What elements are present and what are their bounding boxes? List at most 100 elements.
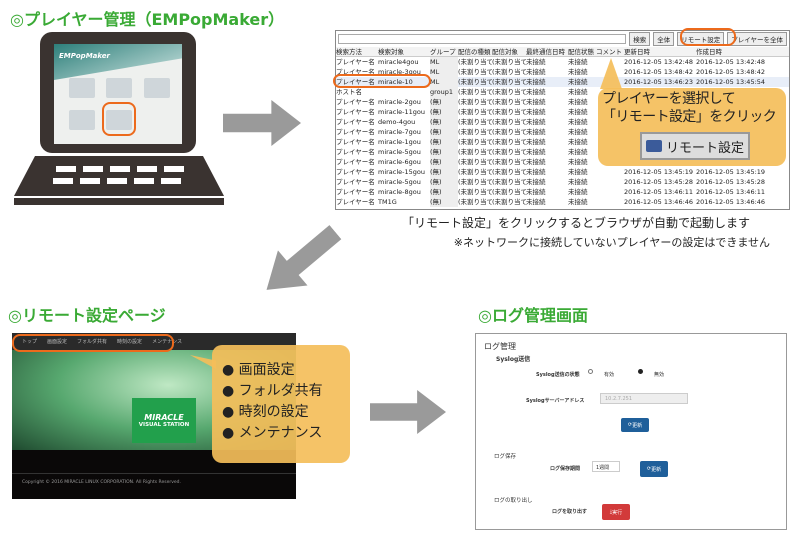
table-cell: (無) [430, 197, 458, 207]
table-cell: 未接続 [526, 178, 546, 186]
save-update-button[interactable]: ⟳ 更新 [640, 461, 668, 477]
table-cell: (無) [430, 147, 458, 157]
table-cell: 未接続 [526, 168, 546, 176]
table-cell: 2016-12-05 13:45:28 [624, 178, 694, 186]
table-cell: (未割り当て) [492, 88, 526, 96]
player-all-button[interactable]: プレイヤーを全体 [727, 32, 787, 46]
disabled-label: 無効 [654, 372, 665, 378]
table-cell: miracle-3gou [378, 68, 421, 76]
radio-enabled[interactable] [588, 369, 593, 374]
table-cell [378, 87, 430, 97]
nav-display[interactable]: 画面設定 [47, 339, 68, 345]
laptop-base [14, 198, 224, 205]
nav-maintenance[interactable]: メンテナンス [152, 339, 182, 345]
export-run-button[interactable]: ⤓ 実行 [602, 504, 630, 520]
syslog-update-button[interactable]: ⟳ 更新 [621, 418, 649, 432]
save-period-select[interactable]: 1週間 [592, 461, 620, 472]
caption-note: ※ネットワークに接続していないプレイヤーの設定はできません [453, 236, 770, 249]
server-address-input[interactable]: 10.2.7.251 [600, 393, 688, 404]
feature-display: ● 画面設定 [222, 362, 295, 378]
column-header[interactable]: 検索対象 [378, 48, 404, 56]
all-button[interactable]: 全体 [653, 32, 675, 46]
table-cell: 未接続 [568, 168, 588, 176]
player-icon [69, 78, 95, 98]
table-cell: (無) [430, 187, 458, 197]
arrow-down-left-icon [252, 214, 351, 307]
remote-settings-icon[interactable] [106, 110, 132, 130]
nav-top[interactable]: トップ [22, 339, 38, 345]
column-header[interactable]: 作成日時 [696, 48, 722, 56]
table-cell: 未接続 [526, 108, 546, 116]
column-header[interactable]: 配信状態 [568, 48, 594, 56]
syslog-heading: Syslog送信 [496, 356, 531, 363]
table-cell: (未割り当て) [458, 98, 492, 106]
search-button[interactable]: 検索 [629, 32, 651, 46]
table-cell: ML [430, 77, 458, 87]
table-cell: プレイヤー名 [336, 128, 375, 136]
table-cell: 未接続 [526, 138, 546, 146]
table-cell: (未割り当て) [458, 58, 492, 66]
column-header[interactable]: グループ [430, 48, 456, 56]
table-cell: (無) [430, 127, 458, 137]
app-name: EMPopMaker [59, 52, 110, 60]
table-cell: プレイヤー名 [336, 58, 375, 66]
column-header[interactable]: 更新日時 [624, 48, 650, 56]
nav-time[interactable]: 時刻の設定 [117, 339, 143, 345]
nav-folder[interactable]: フォルダ共有 [77, 339, 108, 345]
table-cell: miracle-10 [378, 78, 413, 86]
table-cell: 未接続 [568, 188, 588, 196]
enabled-label: 有効 [604, 372, 615, 378]
section-title-player-management: ◎プレイヤー管理（EMPopMaker） [10, 10, 285, 29]
key [164, 166, 184, 172]
table-cell: 未接続 [568, 78, 588, 86]
column-header[interactable]: 最終通信日時 [526, 48, 565, 56]
table-cell: miracle-7gou [378, 128, 421, 136]
table-cell: プレイヤー名 [336, 118, 375, 126]
column-header[interactable]: 検索方法 [336, 48, 362, 56]
table-cell: (無) [430, 97, 458, 107]
arrow-right-icon [370, 390, 446, 434]
search-input[interactable] [338, 34, 627, 44]
column-header[interactable]: コメント [596, 48, 622, 56]
table-cell: 未接続 [568, 158, 588, 166]
highlight-remote-icon [102, 102, 136, 136]
footer-copyright: Copyright © 2016 MIRACLE LINUX CORPORATI… [12, 473, 296, 491]
remote-settings-button-enlarged[interactable]: リモート設定 [640, 132, 750, 160]
table-cell: 未接続 [568, 198, 588, 206]
table-cell: 2016-12-05 13:46:46 [624, 198, 694, 206]
table-cell: (無) [430, 117, 458, 127]
remote-button-label: リモート設定 [665, 140, 744, 156]
table-cell: (無) [430, 107, 458, 117]
table-cell: 未接続 [568, 178, 588, 186]
table-cell: 未接続 [526, 198, 546, 206]
remote-gear-icon [645, 140, 662, 152]
table-cell: (未割り当て) [492, 198, 526, 206]
highlight-remote-button [680, 28, 736, 46]
table-cell: ホスト名 [336, 88, 362, 96]
table-cell: (未割り当て) [458, 178, 492, 186]
table-cell: (未割り当て) [492, 58, 526, 66]
table-cell: (未割り当て) [458, 108, 492, 116]
table-cell: 未接続 [568, 148, 588, 156]
column-header[interactable]: 配信対象 [492, 48, 518, 56]
radio-disabled-selected[interactable] [638, 369, 643, 374]
table-cell: miracle-8gou [378, 188, 421, 196]
table-cell: group1 [430, 87, 458, 97]
callout-line1: プレイヤーを選択して [602, 91, 736, 107]
column-header[interactable]: 配信の種類 [458, 48, 491, 56]
